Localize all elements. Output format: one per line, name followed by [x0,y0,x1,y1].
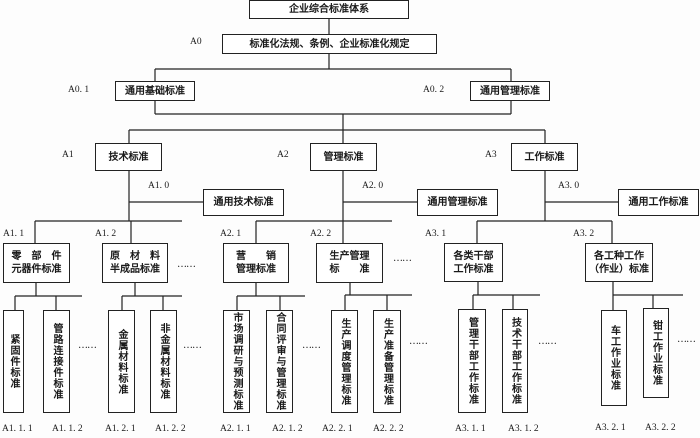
leaf-box: 钳工作业标准 [643,308,669,398]
sub-line: 各工种工作 [594,250,644,262]
ellipsis: …… [538,336,557,347]
root-title: 企业综合标准体系 [289,4,369,15]
a3-0-code: A3. 0 [558,181,580,191]
leaf-code: A3. 1. 2 [508,424,539,434]
a0-box: 标准化法规、条例、企业标准化规定 [222,34,437,54]
a1-0-code: A1. 0 [148,181,170,191]
a3-code: A3 [485,150,497,160]
leaf-code: A1. 1. 2 [52,424,83,434]
sub-code: A1. 1 [3,229,25,239]
a1-0-box: 通用技术标准 [203,189,284,216]
a0-code: A0 [190,37,202,47]
a0-2-code: A0. 2 [423,85,445,95]
sub-box: 零 部 件元器件标准 [3,243,70,283]
sub-box: 各工种工作（作业）标准 [585,243,653,282]
a2-0-box: 通用管理标准 [417,189,498,216]
a2-box: 管理标准 [310,143,377,171]
leaf-title: 市场调研与预测标准 [231,312,242,411]
sub-line: 原 材 料 [110,251,160,262]
ellipsis: …… [302,340,321,351]
a0-1-code: A0. 1 [68,85,90,95]
leaf-box: 紧固件标准 [3,310,24,413]
sub-code: A3. 1 [425,229,447,239]
leaf-code: A1. 1. 1 [2,424,33,434]
a3-box: 工作标准 [511,143,578,171]
leaf-title: 金属材料标准 [116,328,127,395]
ellipsis: …… [78,340,97,351]
leaf-title: 技术干部工作标准 [509,317,521,405]
leaf-title: 生产调度管理标准 [339,317,350,406]
sub-line: 标 准 [329,264,370,275]
leaf-code: A1. 2. 2 [155,424,186,434]
a1-code: A1 [62,150,74,160]
a1-box: 技术标准 [95,143,162,171]
sub-line: 各类干部 [453,250,494,262]
root-box: 企业综合标准体系 [249,0,409,19]
a1-0-title: 通用技术标准 [213,197,274,208]
leaf-title: 管理干部工作标准 [466,317,478,405]
a2-0-title: 通用管理标准 [427,197,488,208]
leaf-box: 市场调研与预测标准 [223,310,250,413]
leaf-code: A3. 1. 1 [455,424,486,434]
a0-1-title: 通用基础标准 [125,85,185,97]
ellipsis: …… [183,340,202,351]
leaf-box: 管路连接件标准 [43,310,70,413]
a3-0-box: 通用工作标准 [618,189,699,216]
sub-code: A3. 2 [573,229,595,239]
a0-1-box: 通用基础标准 [115,81,195,101]
ellipsis: …… [677,334,696,345]
leaf-title: 车工作业标准 [608,325,620,391]
leaf-box: 非金属材料标准 [150,310,177,413]
leaf-title: 管路连接件标准 [51,323,62,400]
sub-code: A1. 2 [95,229,117,239]
sub-line: 元器件标准 [11,264,62,275]
sub-line: 营 销 [236,251,276,262]
leaf-box: 车工作业标准 [601,310,627,406]
leaf-code: A2. 2. 2 [373,424,404,434]
ellipsis: …… [409,336,428,347]
a2-title: 管理标准 [323,151,364,163]
sub-line: 零 部 件 [11,251,62,262]
sub-box: 原 材 料半成品标准 [102,243,168,283]
leaf-box: 管理干部工作标准 [458,309,486,413]
sub-code: A2. 2 [310,229,332,239]
sub-line: 工作标准 [453,263,494,275]
a0-2-box: 通用管理标准 [470,81,550,101]
sub-code: A2. 1 [220,229,242,239]
sub-box: 各类干部工作标准 [444,243,503,282]
a2-0-code: A2. 0 [362,181,384,191]
sub-box: 生产管理标 准 [316,243,383,283]
sub-line: （作业）标准 [589,263,649,275]
a3-0-title: 通用工作标准 [628,197,689,208]
leaf-title: 紧固件标准 [8,334,19,389]
leaf-code: A3. 2. 1 [595,423,626,433]
sub-line: 管理标准 [236,264,276,275]
leaf-title: 钳工作业标准 [650,320,662,386]
leaf-code: A3. 2. 2 [645,423,676,433]
ellipsis: …… [177,259,196,270]
leaf-box: 合同评审与管理标准 [266,310,293,413]
leaf-box: 生产准备管理标准 [373,310,401,413]
sub-line: 半成品标准 [110,264,160,275]
sub-box: 营 销管理标准 [223,243,289,283]
leaf-code: A2. 1. 2 [272,424,303,434]
sub-line: 生产管理 [329,251,370,262]
leaf-code: A2. 2. 1 [322,424,353,434]
a1-title: 技术标准 [108,151,149,163]
leaf-code: A2. 1. 1 [220,424,251,434]
a3-title: 工作标准 [524,151,565,163]
leaf-box: 金属材料标准 [108,310,135,413]
a2-code: A2 [277,150,289,160]
a0-2-title: 通用管理标准 [480,85,540,97]
leaf-code: A1. 2. 1 [105,424,136,434]
leaf-title: 生产准备管理标准 [381,317,393,406]
a0-title: 标准化法规、条例、企业标准化规定 [249,38,410,50]
leaf-box: 技术干部工作标准 [502,309,528,413]
leaf-title: 非金属材料标准 [158,323,169,400]
leaf-box: 生产调度管理标准 [331,310,358,413]
leaf-title: 合同评审与管理标准 [274,312,285,411]
ellipsis: …… [393,253,412,264]
